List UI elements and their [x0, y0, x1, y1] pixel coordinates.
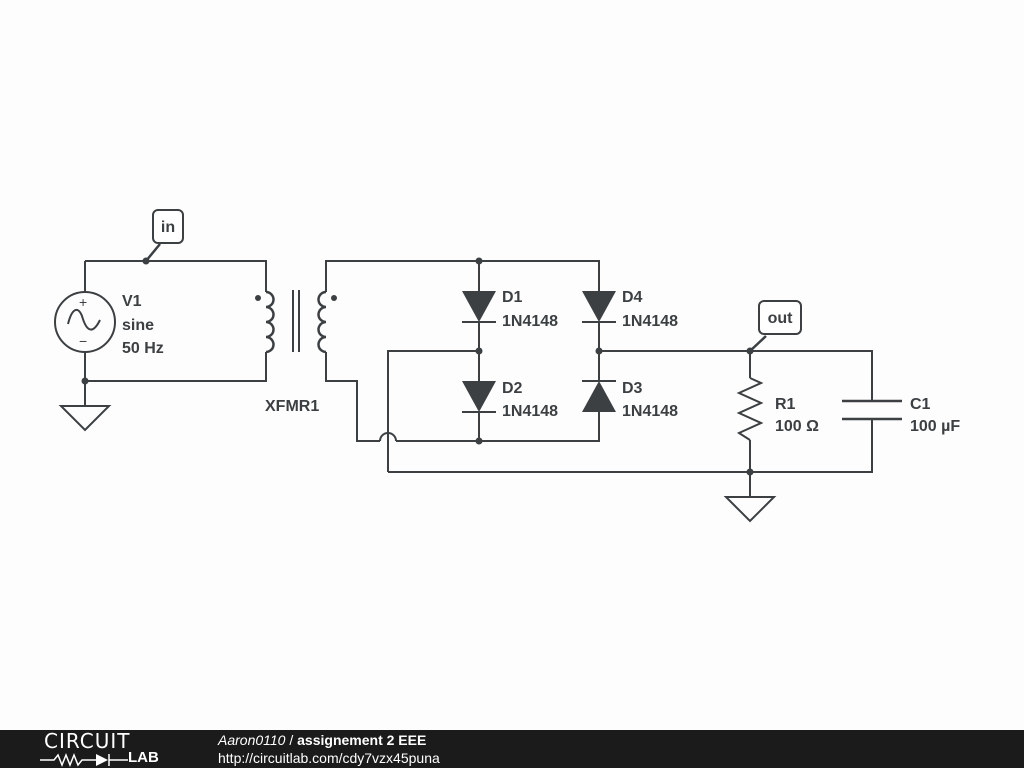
footer-bar: CIRCUIT LAB Aaron0110 / assignement 2 EE…: [0, 730, 1024, 768]
r1-ref-label: R1: [775, 396, 796, 413]
net-label-in[interactable]: in: [145, 209, 184, 262]
transformer-xfmr1[interactable]: XFMR1: [255, 290, 337, 415]
diode-d3[interactable]: D3 1N4148: [582, 380, 678, 420]
d4-ref-label: D4: [622, 289, 643, 306]
net-label-in-text: in: [161, 219, 175, 236]
circuit-schematic: + − V1 sine 50 Hz XFMR1 D1 1N4148 D2 1N4…: [54, 209, 960, 523]
svg-text:−: −: [79, 333, 87, 349]
circuitlab-logo[interactable]: CIRCUIT LAB: [40, 731, 180, 767]
v1-freq-label: 50 Hz: [122, 340, 164, 357]
d2-part-label: 1N4148: [502, 403, 558, 420]
junction-dots: [81, 257, 754, 476]
ground-symbol-right: [723, 496, 777, 523]
wires: [84, 260, 873, 497]
v1-ref-label: V1: [122, 293, 142, 310]
d3-part-label: 1N4148: [622, 403, 678, 420]
logo-text-circuit: CIRCUIT: [44, 729, 131, 753]
diode-d1[interactable]: D1 1N4148: [462, 289, 558, 330]
ground-symbol-left: [58, 405, 112, 432]
logo-text-lab: LAB: [128, 749, 159, 766]
d1-part-label: 1N4148: [502, 313, 558, 330]
credit-separator: /: [285, 732, 298, 748]
sine-source-v1[interactable]: + − V1 sine 50 Hz: [54, 291, 164, 357]
credit-line: Aaron0110 / assignement 2 EEE: [218, 732, 426, 748]
d1-ref-label: D1: [502, 289, 523, 306]
author-link[interactable]: Aaron0110: [218, 732, 286, 748]
d3-ref-label: D3: [622, 380, 643, 397]
diode-d4[interactable]: D4 1N4148: [582, 289, 678, 330]
net-label-out-text: out: [768, 310, 794, 327]
d2-ref-label: D2: [502, 380, 523, 397]
diode-d2[interactable]: D2 1N4148: [462, 380, 558, 420]
circuit-title-link[interactable]: assignement 2 EEE: [297, 732, 427, 748]
resistor-r1[interactable]: R1 100 Ω: [736, 377, 819, 441]
svg-text:+: +: [79, 294, 87, 310]
r1-value-label: 100 Ω: [775, 418, 819, 435]
c1-ref-label: C1: [910, 396, 931, 413]
circuit-url-link[interactable]: http://circuitlab.com/cdy7vzx45puna: [218, 750, 440, 766]
d4-part-label: 1N4148: [622, 313, 678, 330]
resistor-diode-icon: [40, 752, 128, 767]
net-label-out[interactable]: out: [749, 300, 802, 352]
xfmr1-ref-label: XFMR1: [265, 398, 319, 415]
v1-kind-label: sine: [122, 317, 154, 334]
c1-value-label: 100 µF: [910, 418, 960, 435]
capacitor-c1[interactable]: C1 100 µF: [842, 396, 960, 435]
